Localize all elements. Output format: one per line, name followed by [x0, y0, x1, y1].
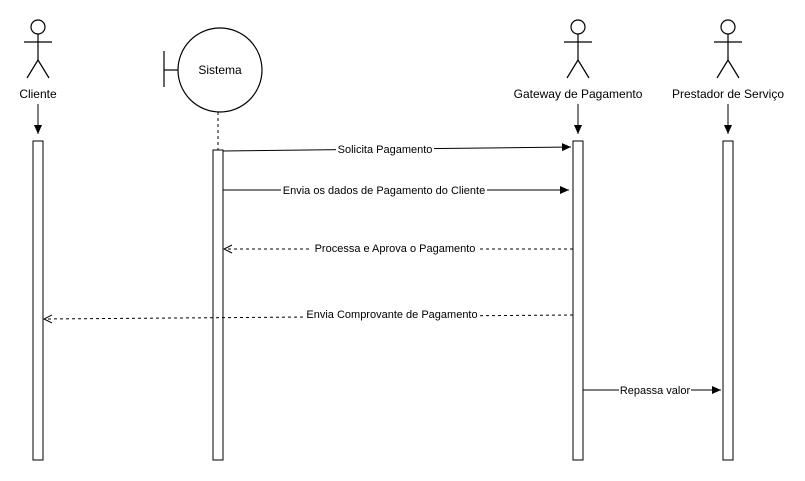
activation-bar-gateway[interactable] [572, 140, 584, 461]
boundary-sistema[interactable]: Sistema [163, 27, 263, 113]
message-envia-comprovante[interactable]: Envia Comprovante de Pagamento [44, 309, 574, 322]
message-label: Envia os dados de Pagamento do Cliente [283, 185, 485, 197]
activation-bar-cliente[interactable] [32, 140, 44, 461]
actor-label: Prestador de Serviço [672, 87, 784, 101]
message-label: Solicita Pagamento [338, 144, 433, 156]
boundary-label: Sistema [198, 63, 242, 77]
stick-figure-icon [714, 19, 742, 79]
message-solicita-pagamento[interactable]: Solicita Pagamento [222, 143, 572, 156]
boundary-icon [163, 27, 263, 113]
actor-cliente[interactable]: Cliente [19, 19, 57, 101]
actor-label: Gateway de Pagamento [514, 87, 643, 101]
actor-label: Cliente [19, 87, 57, 101]
activation-bar-sistema[interactable] [212, 149, 224, 461]
message-label: Envia Comprovante de Pagamento [306, 309, 477, 321]
message-envia-dados[interactable]: Envia os dados de Pagamento do Cliente [223, 184, 569, 197]
stick-figure-icon [564, 19, 592, 79]
actor-gateway[interactable]: Gateway de Pagamento [514, 19, 643, 101]
activation-bar-prestador[interactable] [722, 140, 734, 461]
actor-prestador[interactable]: Prestador de Serviço [672, 19, 784, 101]
message-label: Repassa valor [620, 385, 691, 397]
stick-figure-icon [24, 19, 52, 79]
message-processa-aprova[interactable]: Processa e Aprova o Pagamento [224, 242, 573, 255]
message-repassa-valor[interactable]: Repassa valor [583, 384, 721, 397]
message-label: Processa e Aprova o Pagamento [315, 243, 476, 255]
